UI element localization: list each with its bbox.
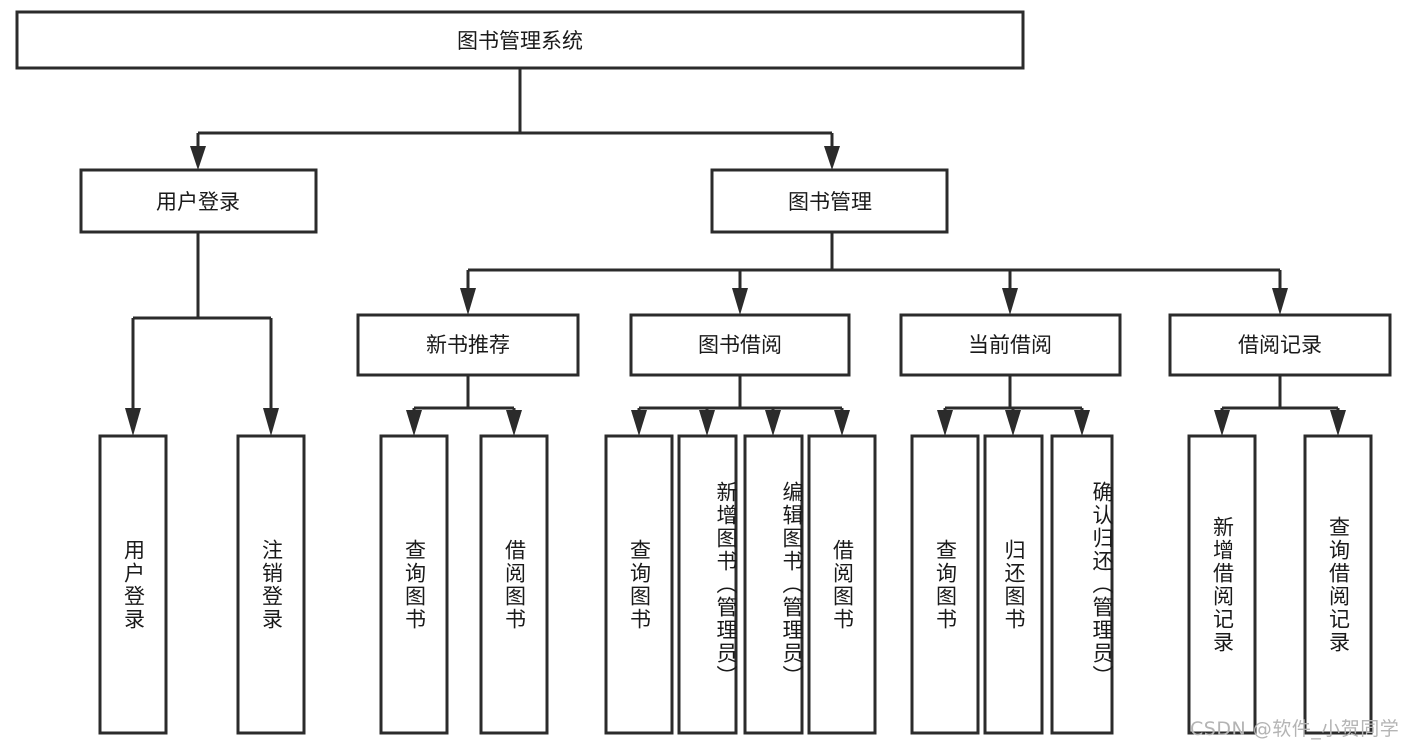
node-label-current-borrow: 当前借阅 [968,333,1052,357]
node-box-user-login[interactable] [79,168,318,234]
node-box-leaf-query-book-3[interactable] [910,434,980,735]
arrow-borrow-leaf3-icon [765,410,781,436]
node-box-leaf-return-book[interactable] [983,434,1044,735]
node-box-leaf-edit-book[interactable] [743,434,804,735]
node-box-leaf-borrow-book-1[interactable] [479,434,549,735]
arrow-to-borrow-icon [732,288,748,315]
node-label-user-login: 用户登录 [156,190,240,214]
node-box-book-management[interactable] [710,168,949,234]
node-label-new-book-recommend: 新书推荐 [426,333,510,357]
node-box-leaf-logout[interactable] [236,434,306,735]
arrow-borrow-leaf2-icon [699,410,715,436]
connector-group-root-to-level2 [190,68,840,170]
arrow-userlogin-leaf1-icon [125,408,141,436]
node-box-book-borrow[interactable] [629,313,851,377]
connector-group-borrow-to-leaves [631,375,850,436]
node-box-new-book-recommend[interactable] [356,313,580,377]
node-box-current-borrow[interactable] [899,313,1122,377]
arrow-current-leaf1-icon [937,410,953,436]
node-label-book-management: 图书管理 [788,190,872,214]
arrow-to-records-icon [1272,288,1288,315]
node-box-leaf-add-book[interactable] [677,434,738,735]
arrow-current-leaf3-icon [1074,410,1090,436]
node-label-book-borrow: 图书借阅 [698,333,782,357]
node-box-leaf-query-book-1[interactable] [379,434,449,735]
node-box-root[interactable] [15,10,1025,70]
arrow-newbook-leaf2-icon [506,410,522,436]
arrow-newbook-leaf1-icon [406,410,422,436]
arrow-records-leaf2-icon [1330,410,1346,436]
node-box-borrow-records[interactable] [1168,313,1392,377]
node-box-leaf-user-login[interactable] [98,434,168,735]
node-box-leaf-query-book-2[interactable] [604,434,674,735]
connector-group-newbook-to-leaves [406,375,522,436]
arrow-borrow-leaf4-icon [834,410,850,436]
arrow-current-leaf2-icon [1005,410,1021,436]
node-box-leaf-borrow-book-2[interactable] [807,434,877,735]
arrow-to-current-icon [1002,288,1018,315]
node-box-leaf-add-record[interactable] [1187,434,1257,735]
arrow-to-user-login-icon [190,146,206,170]
node-label-borrow-records: 借阅记录 [1238,333,1322,357]
connector-group-records-to-leaves [1214,375,1346,436]
arrow-userlogin-leaf2-icon [263,408,279,436]
connector-group-current-to-leaves [937,375,1090,436]
csdn-watermark: CSDN @软件_小贺同学 [1190,718,1400,740]
node-box-leaf-confirm-return[interactable] [1050,434,1114,735]
arrow-to-book-mgmt-icon [824,146,840,170]
connector-group-userlogin-to-leaves [125,232,279,436]
connector-group-bookmgmt-to-level3 [460,232,1288,315]
arrow-to-newbook-icon [460,288,476,315]
arrow-records-leaf1-icon [1214,410,1230,436]
arrow-borrow-leaf1-icon [631,410,647,436]
node-label-root: 图书管理系统 [457,29,583,53]
node-box-leaf-query-record[interactable] [1303,434,1373,735]
